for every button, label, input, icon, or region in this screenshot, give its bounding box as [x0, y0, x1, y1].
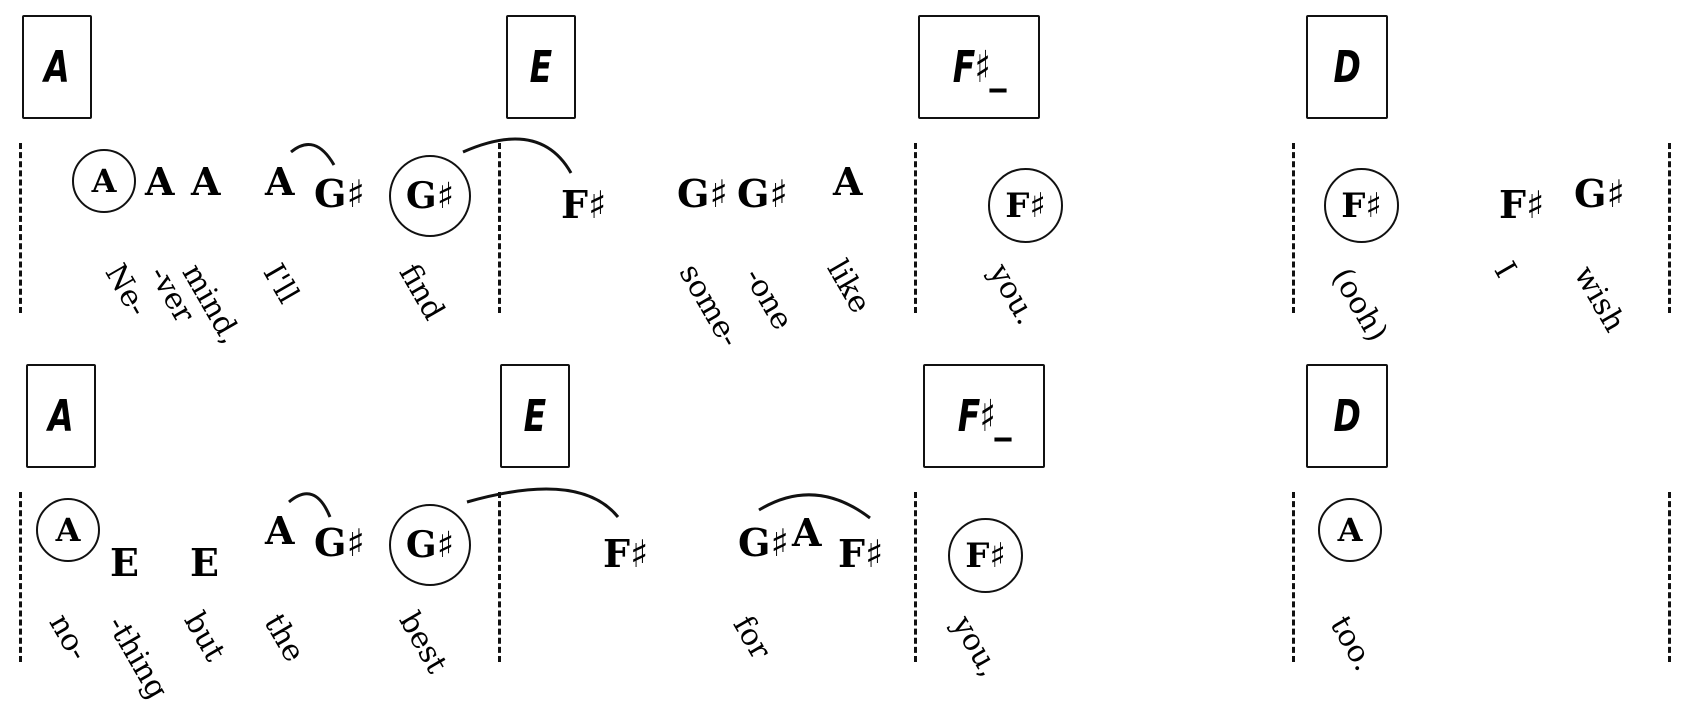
melody-note: A	[145, 159, 175, 204]
lyric: -one	[736, 262, 800, 337]
chord-label: F♯_	[952, 41, 1007, 93]
chord-box: A	[22, 15, 92, 119]
lyric: some-	[671, 258, 747, 354]
barline	[19, 492, 22, 662]
chord-label: D	[1333, 41, 1361, 93]
melody-note: F♯	[603, 531, 649, 576]
lyric: no-	[41, 608, 96, 667]
melody-note: A	[36, 498, 100, 562]
melody-note: F♯	[948, 518, 1023, 593]
melody-note: F♯	[838, 531, 884, 576]
tie-arc	[466, 487, 620, 518]
melody-note: A	[265, 508, 295, 553]
barline	[914, 492, 917, 662]
chord-box: F♯_	[918, 15, 1040, 119]
melody-note: F♯	[561, 182, 607, 227]
chord-label: F♯_	[957, 390, 1012, 442]
melody-note: G♯	[314, 520, 365, 565]
lyric: I	[1486, 256, 1523, 284]
lyric: Ne-	[97, 258, 156, 323]
chord-box: F♯_	[923, 364, 1045, 468]
melody-note: A	[72, 149, 136, 213]
chord-box: E	[500, 364, 570, 468]
melody-note: G♯	[738, 520, 789, 565]
lyric: for	[725, 610, 778, 666]
chord-box: D	[1306, 364, 1388, 468]
barline	[1292, 143, 1295, 313]
chord-label: D	[1333, 390, 1361, 442]
lyric: but	[176, 606, 233, 668]
chord-box: E	[506, 15, 576, 119]
barline	[914, 143, 917, 313]
lyric: -thing	[99, 610, 175, 706]
lyric: I'll	[255, 258, 306, 310]
melody-note: A	[265, 159, 295, 204]
lyric: (ooh)	[1324, 262, 1395, 348]
melody-note: E	[190, 540, 219, 585]
lyric: wish	[1566, 260, 1632, 339]
barline	[498, 143, 501, 313]
lyric: best	[391, 606, 455, 680]
melody-note: A	[792, 510, 822, 555]
melody-note: A	[833, 159, 863, 204]
melody-note: E	[110, 540, 139, 585]
barline	[1668, 492, 1671, 662]
tie-arc	[462, 137, 573, 174]
melody-note: G♯	[389, 504, 471, 586]
lyric: too.	[1322, 610, 1382, 678]
melody-note: G♯	[737, 171, 788, 216]
chord-box: D	[1306, 15, 1388, 119]
melody-note: G♯	[314, 171, 365, 216]
chord-box: A	[26, 364, 96, 468]
lyric: you.	[981, 258, 1044, 331]
barline	[1668, 143, 1671, 313]
chord-label: A	[48, 390, 75, 442]
barline	[1292, 492, 1295, 662]
melody-note: G♯	[1574, 171, 1625, 216]
melody-note: A	[1318, 498, 1382, 562]
melody-note: G♯	[677, 171, 728, 216]
melody-note: F♯	[1324, 168, 1399, 243]
melody-note: A	[191, 159, 221, 204]
chord-label: E	[524, 390, 547, 442]
chord-label: A	[44, 41, 71, 93]
lyric: find	[391, 258, 452, 327]
melody-note: F♯	[1499, 182, 1545, 227]
barline	[19, 143, 22, 313]
lyric: the	[256, 608, 312, 669]
tie-arc	[290, 142, 336, 166]
melody-note: F♯	[988, 168, 1063, 243]
barline	[498, 492, 501, 662]
tie-arc	[288, 492, 332, 518]
melody-note: G♯	[389, 155, 471, 237]
lyric: you,	[944, 610, 1007, 683]
lyric: like	[819, 254, 878, 320]
chord-label: E	[530, 41, 553, 93]
